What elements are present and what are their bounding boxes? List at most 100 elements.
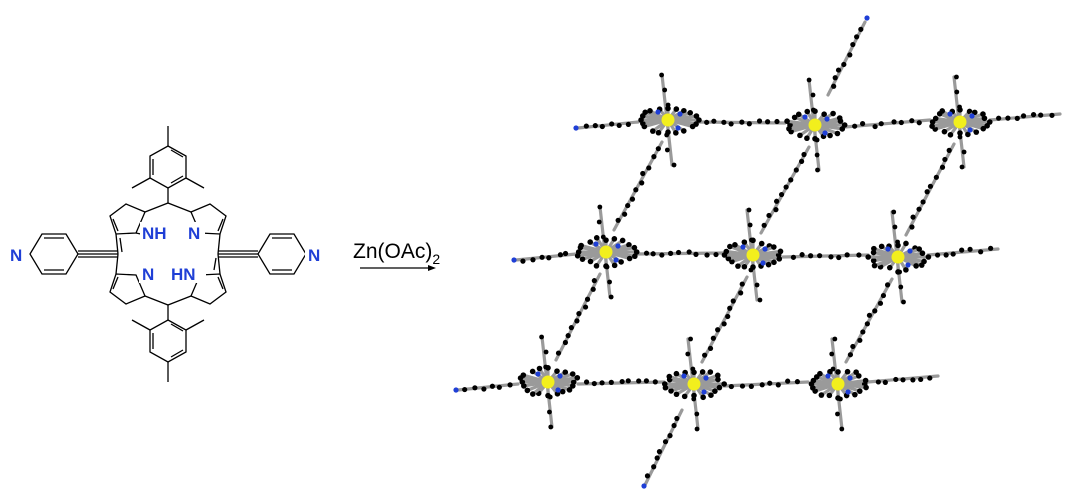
- carbon-atom: [566, 387, 573, 393]
- reaction-arrow-head: [428, 265, 436, 271]
- nitrogen-atom: [703, 375, 709, 381]
- carbon-atom: [578, 242, 584, 249]
- carbon-atom: [872, 308, 878, 314]
- carbon-atom: [642, 109, 648, 116]
- carbon-atom: [529, 391, 536, 397]
- carbon-atom: [707, 345, 714, 352]
- zinc-atom: [687, 377, 701, 391]
- carbon-atom: [632, 253, 638, 260]
- carbon-atom: [625, 202, 631, 209]
- carbon-atom: [562, 339, 569, 346]
- carbon-atom: [886, 264, 893, 271]
- carbon-atom: [640, 170, 646, 177]
- carbon-atom: [783, 184, 789, 190]
- carbon-atom: [715, 327, 721, 333]
- zinc-atom: [661, 113, 675, 127]
- carbon-atom: [603, 237, 609, 243]
- carbon-atom: [852, 391, 858, 398]
- carbon-atom: [901, 299, 906, 305]
- carbon-atom: [680, 128, 687, 134]
- carbon-atom: [702, 352, 708, 358]
- carbon-atom: [844, 368, 851, 375]
- carbon-atom: [832, 75, 838, 81]
- carbon-atom: [880, 292, 887, 299]
- carbon-atom: [596, 219, 602, 225]
- nitrogen-atom: [847, 375, 853, 381]
- carbon-atom: [562, 369, 569, 376]
- carbon-atom: [954, 74, 959, 80]
- carbon-atom: [877, 300, 884, 306]
- carbon-atom: [959, 164, 965, 170]
- nitrogen-atom: [802, 114, 808, 120]
- carbon-atom: [847, 352, 854, 358]
- carbon-atom: [863, 384, 869, 391]
- carbon-atom: [716, 384, 723, 391]
- carbon-atom: [941, 128, 948, 135]
- carbon-atom: [694, 426, 700, 432]
- left-pyridine-ring: [29, 233, 79, 275]
- nitrogen-atom: [762, 246, 768, 252]
- carbon-atom: [776, 256, 783, 262]
- horizontal-link-bond: [722, 380, 810, 388]
- carbon-atom: [895, 269, 901, 275]
- carbon-atom: [773, 198, 780, 204]
- carbon-atom: [771, 244, 777, 250]
- carbon-atom: [828, 254, 834, 260]
- reaction-arrow-group: Zn(OAc)2: [353, 240, 440, 271]
- carbon-atom: [871, 262, 878, 269]
- carbon-atom: [967, 246, 973, 252]
- nh-top-label: NH: [142, 224, 167, 243]
- carbon-atom: [925, 254, 932, 260]
- carbon-atom: [959, 247, 965, 253]
- carbon-atom: [903, 240, 909, 247]
- carbon-atom: [818, 392, 825, 398]
- carbon-atom: [691, 392, 697, 399]
- carbon-atom: [764, 119, 771, 125]
- carbon-atom: [633, 187, 639, 193]
- carbon-atom: [651, 464, 657, 470]
- carbon-atom: [810, 92, 816, 98]
- carbon-atom: [686, 249, 692, 255]
- carbon-atom: [665, 105, 671, 112]
- nitrogen-atom: [822, 130, 828, 136]
- carbon-atom: [965, 131, 971, 138]
- carbon-atom: [668, 388, 674, 394]
- nitrogen-atom: [907, 248, 913, 254]
- nitrogen-atom: [573, 125, 579, 131]
- carbon-atom: [834, 130, 841, 137]
- carbon-atom: [591, 278, 597, 284]
- carbon-atom: [741, 239, 748, 245]
- carbon-atom: [918, 376, 924, 383]
- nitrogen-atom: [825, 373, 831, 379]
- carbon-atom: [562, 250, 569, 257]
- carbon-atom: [878, 243, 885, 250]
- carbon-atom: [804, 108, 811, 115]
- carbon-atom: [593, 263, 600, 269]
- carbon-atom: [662, 439, 669, 445]
- carbon-atom: [661, 381, 668, 387]
- carbon-atom: [916, 120, 922, 126]
- carbon-atom: [608, 294, 614, 300]
- carbon-atom: [608, 379, 614, 385]
- carbon-atom: [647, 108, 653, 114]
- carbon-atom: [866, 312, 873, 318]
- diagonal-tail-bond: [643, 408, 684, 487]
- carbon-atom: [773, 207, 779, 213]
- carbon-atom: [835, 67, 842, 73]
- carbon-atom: [957, 107, 963, 113]
- carbon-atom: [587, 258, 594, 265]
- carbon-atom: [496, 384, 502, 390]
- carbon-atom: [909, 224, 915, 230]
- carbon-atom: [1014, 115, 1020, 121]
- carbon-atom: [615, 217, 621, 223]
- crystal-structure-network: [453, 15, 1062, 489]
- carbon-atom: [576, 311, 582, 317]
- carbon-atom: [574, 318, 580, 324]
- carbon-atom: [859, 121, 866, 127]
- carbon-atom: [927, 183, 934, 189]
- carbon-atom: [543, 349, 549, 355]
- carbon-atom: [808, 253, 814, 259]
- carbon-atom: [988, 245, 994, 251]
- carbon-atom: [817, 370, 823, 377]
- carbon-atom: [797, 132, 803, 139]
